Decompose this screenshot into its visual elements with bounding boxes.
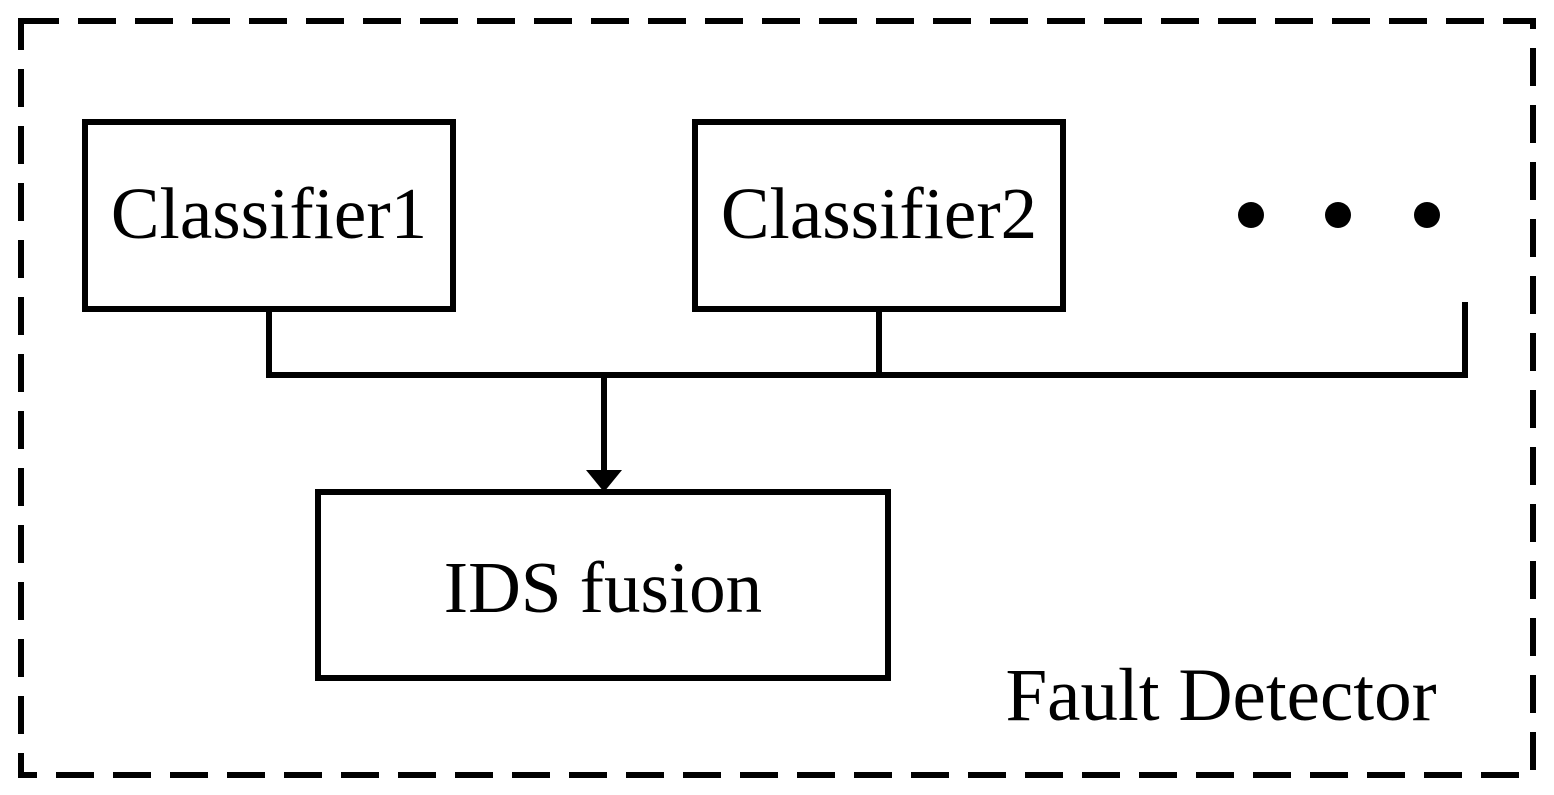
ellipsis-dot — [1325, 202, 1351, 228]
ids-fusion-label: IDS fusion — [444, 547, 762, 628]
ids-fusion-box — [315, 489, 891, 681]
arrowhead — [586, 470, 622, 492]
ellipsis-dot — [1238, 202, 1264, 228]
ellipsis-dot — [1414, 202, 1440, 228]
classifier2-label: Classifier2 — [721, 173, 1037, 254]
arrow-down-icon — [586, 375, 622, 492]
ellipsis-dots-icon — [1238, 202, 1440, 228]
fault-detector-label: Fault Detector — [1005, 654, 1436, 737]
classifier2-box — [692, 119, 1066, 312]
classifier1-label: Classifier1 — [111, 173, 427, 254]
fault-detector-boundary — [18, 18, 1536, 778]
